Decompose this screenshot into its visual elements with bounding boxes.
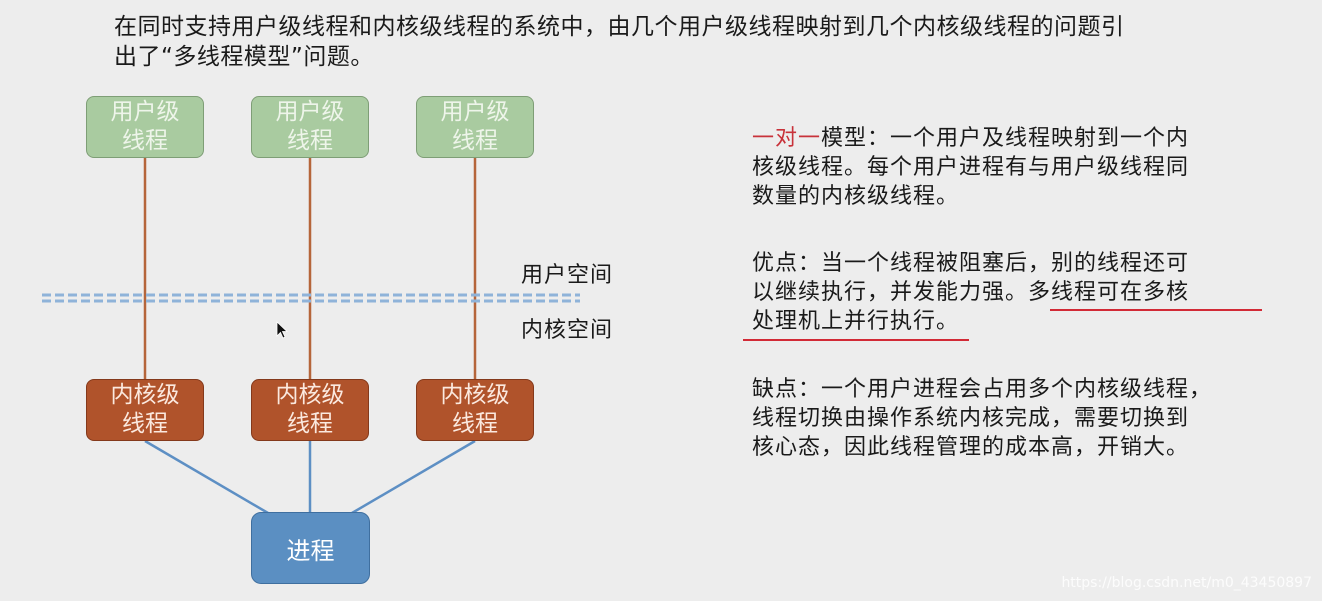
user-thread-label-line2: 线程 <box>452 128 498 154</box>
kernel-space-label: 内核空间 <box>521 318 614 343</box>
pros-line-2a: 以继续执行，并发能力强。 <box>752 280 1029 305</box>
model-desc-line-2: 核级线程。每个用户进程有与用户级线程同 <box>752 155 1190 180</box>
user-thread-box-2: 用户级 线程 <box>251 96 369 158</box>
cons-line-1: 缺点：一个用户进程会占用多个内核级线程， <box>752 377 1213 402</box>
model-desc-line-1: 模型：一个用户及线程映射到一个内 <box>821 126 1190 151</box>
model-desc-line-3: 数量的内核级线程。 <box>752 184 960 209</box>
highlight-underline-2 <box>743 339 969 341</box>
watermark: https://blog.csdn.net/m0_43450897 <box>1061 575 1312 591</box>
user-thread-label-line1: 用户级 <box>110 99 180 125</box>
user-thread-label-line1: 用户级 <box>440 99 510 125</box>
model-name: 一对一 <box>752 126 822 151</box>
process-label: 进程 <box>286 536 335 565</box>
user-thread-box-1: 用户级 线程 <box>86 96 204 158</box>
kernel-thread-label-line1: 内核级 <box>440 382 510 408</box>
kernel-thread-box-3: 内核级 线程 <box>416 379 534 441</box>
intro-line-2: 出了“多线程模型”问题。 <box>114 44 374 70</box>
pros-line-1: 优点：当一个线程被阻塞后，别的线程还可 <box>752 251 1190 276</box>
process-box: 进程 <box>251 512 370 584</box>
user-thread-box-3: 用户级 线程 <box>416 96 534 158</box>
user-thread-label-line1: 用户级 <box>275 99 345 125</box>
cons-line-3: 核心态，因此线程管理的成本高，开销大。 <box>752 435 1190 460</box>
kernel-thread-box-1: 内核级 线程 <box>86 379 204 441</box>
pros-paragraph: 优点：当一个线程被阻塞后，别的线程还可 以继续执行，并发能力强。多线程可在多核 … <box>752 249 1272 336</box>
kernel-thread-label-line1: 内核级 <box>275 382 345 408</box>
user-space-label: 用户空间 <box>521 263 614 288</box>
link-kernel-process-1 <box>144 439 269 515</box>
model-description: 一对一模型：一个用户及线程映射到一个内 核级线程。每个用户进程有与用户级线程同 … <box>752 124 1272 211</box>
kernel-thread-label-line2: 线程 <box>122 411 168 437</box>
kernel-thread-label-line1: 内核级 <box>110 382 180 408</box>
pros-line-2b: 多线程可在多核 <box>1028 280 1190 305</box>
mouse-cursor-icon <box>276 321 289 339</box>
kernel-thread-label-line2: 线程 <box>287 411 333 437</box>
pros-line-3: 处理机上并行执行。 <box>752 309 960 334</box>
kernel-thread-label-line2: 线程 <box>452 411 498 437</box>
user-thread-label-line2: 线程 <box>122 128 168 154</box>
intro-text: 在同时支持用户级线程和内核级线程的系统中，由几个用户级线程映射到几个内核级线程的… <box>114 12 1244 72</box>
user-thread-label-line2: 线程 <box>287 128 333 154</box>
cons-line-2: 线程切换由操作系统内核完成，需要切换到 <box>752 406 1190 431</box>
intro-line-1: 在同时支持用户级线程和内核级线程的系统中，由几个用户级线程映射到几个内核级线程的… <box>114 14 1125 40</box>
kernel-thread-box-2: 内核级 线程 <box>251 379 369 441</box>
highlight-underline-1 <box>1050 309 1262 311</box>
thread-mapping-diagram <box>42 158 580 515</box>
cons-paragraph: 缺点：一个用户进程会占用多个内核级线程， 线程切换由操作系统内核完成，需要切换到… <box>752 375 1272 462</box>
link-kernel-process-3 <box>351 439 476 515</box>
